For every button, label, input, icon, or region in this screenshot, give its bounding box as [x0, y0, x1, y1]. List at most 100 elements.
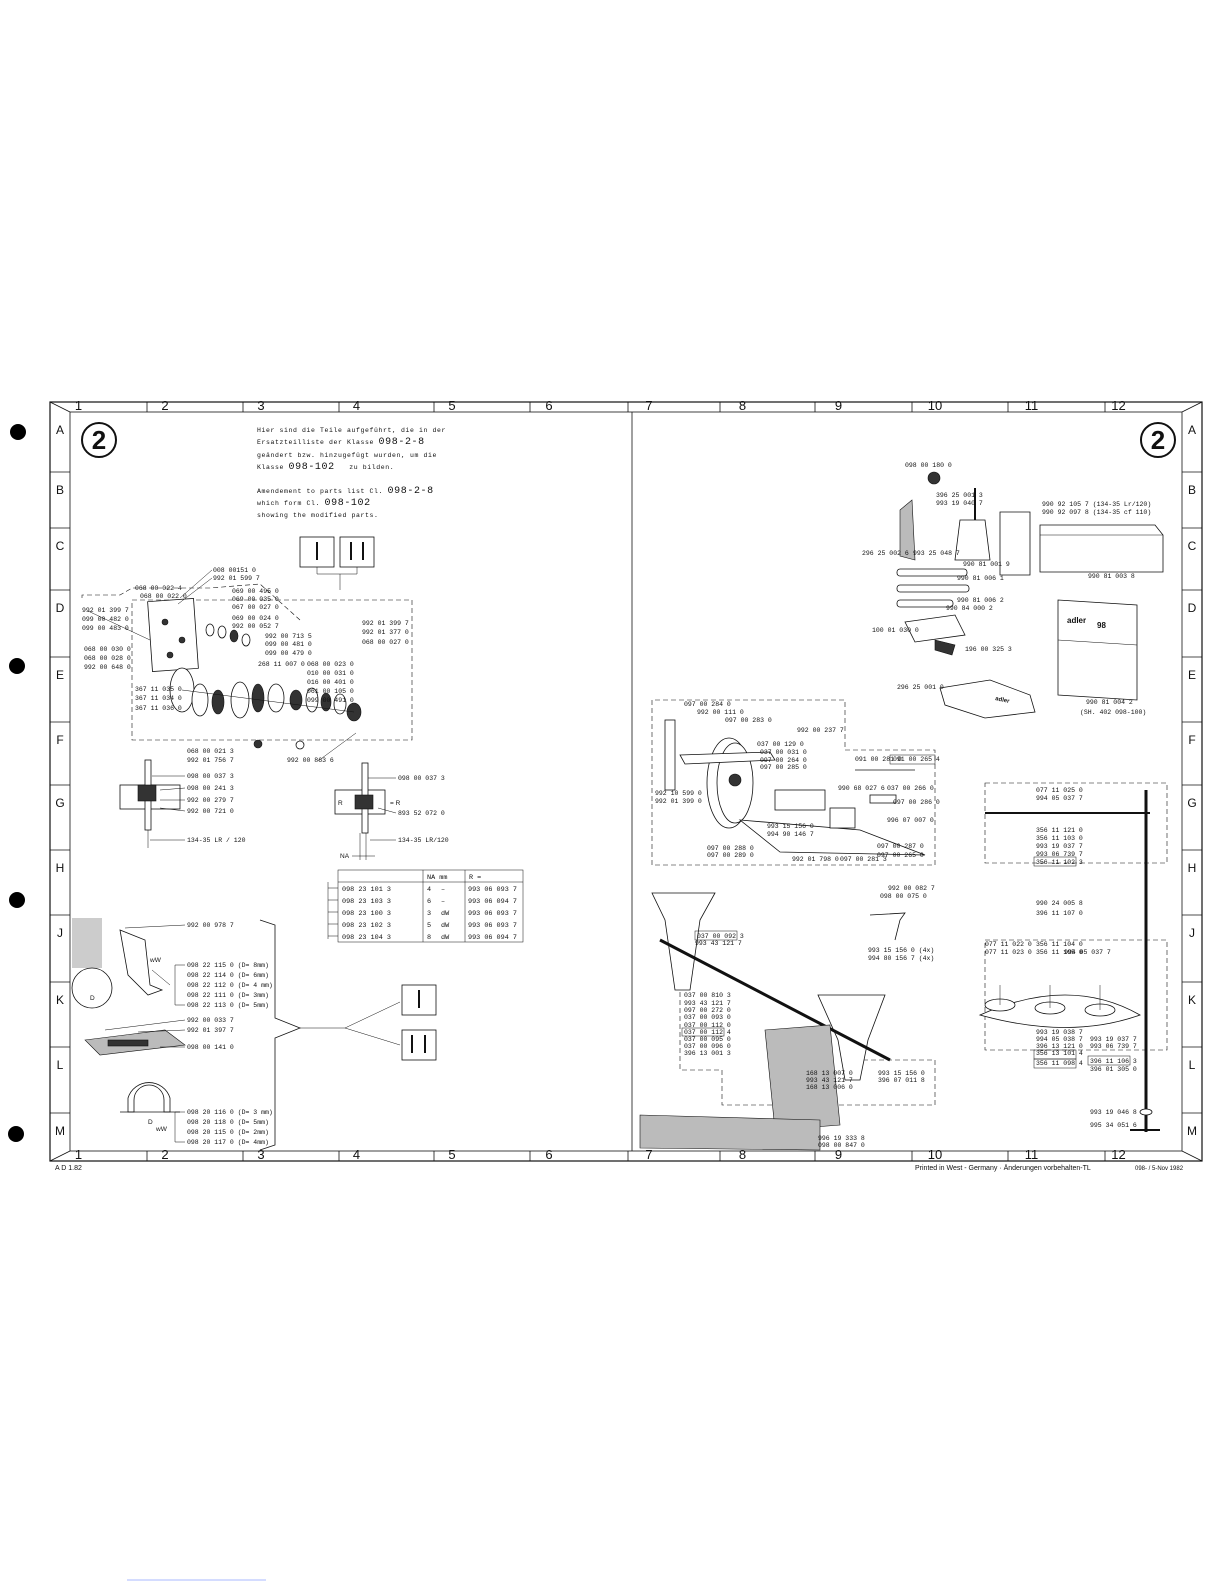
row-label: G [55, 796, 64, 810]
part-number-label: 992 00 713 5 [265, 633, 312, 640]
part-number-label: 990 84 000 2 [946, 605, 993, 612]
column-label: 4 [353, 1147, 360, 1162]
table-cell: dW [441, 910, 450, 918]
part-number-label: 097 00 289 0 [707, 852, 754, 859]
leader-line [124, 924, 186, 929]
part-number-label: 068 00 023 0 [307, 661, 354, 668]
part-number-label: 097 00 286 0 [893, 799, 940, 806]
part-number-label: 098 00 037 3 [398, 775, 445, 782]
column-label: 6 [545, 1147, 552, 1162]
part-number-label: 037 00 031 0 [760, 749, 807, 756]
leader-line [179, 569, 213, 599]
table-cell: 3 [427, 910, 431, 918]
part-number-label: 268 11 007 0 [258, 661, 305, 668]
part-number-label: 992 00 721 0 [187, 808, 234, 815]
sheet-frame [49, 401, 1203, 1162]
leader-line [177, 577, 213, 605]
part-number-label: 068 00 021 3 [187, 748, 234, 755]
part-number-label: 098 20 115 0 (D= 2mm) [187, 1129, 269, 1136]
part-number-label: 068 00 027 0 [362, 639, 409, 646]
part-number-label: 996 07 007 0 [887, 817, 934, 824]
part-number-label: 992 00 052 7 [232, 623, 279, 630]
row-label: H [56, 861, 65, 875]
row-ticks [50, 471, 1202, 1114]
binder-hole [9, 892, 25, 908]
table-cell: – [441, 886, 445, 894]
bobbin-shape [927, 471, 941, 485]
row-label: H [1188, 861, 1197, 875]
part-number-label: 037 00 095 0 [684, 1036, 731, 1043]
leader-line [317, 732, 357, 762]
part-number-label: 990 92 097 8 (134-35 cf 110) [1042, 509, 1151, 516]
d-label: D [148, 1119, 153, 1126]
part-number-label: 099 00 483 0 [82, 625, 129, 632]
part-number-label: 196 00 325 3 [965, 646, 1012, 653]
ww-label: wW [155, 1126, 168, 1133]
part-number-label: 367 11 034 0 [135, 695, 182, 702]
part-number-label: 098 22 112 0 (D= 4 mm) [187, 982, 273, 989]
row-label: K [1188, 993, 1196, 1007]
part-number-label: 993 15 156 0 [878, 1070, 925, 1077]
table-border [337, 869, 524, 943]
thread-stand-assembly [978, 782, 1168, 1132]
booklet-brand-text: adler [1067, 616, 1086, 625]
row-label: A [56, 423, 64, 437]
part-number-label: 396 25 001 3 [936, 492, 983, 499]
sheet-number-text: 2 [92, 425, 106, 455]
row-label: B [1188, 483, 1196, 497]
sheet-number-text: 2 [1151, 425, 1165, 455]
column-label: 4 [353, 398, 360, 413]
table-cell: 4 [427, 886, 431, 894]
bracket-line [174, 1111, 185, 1143]
part-number-label: 099 00 481 0 [265, 641, 312, 648]
note-german: Hier sind die Teile aufgeführt, die in d… [257, 427, 446, 473]
clamp-shape [904, 614, 966, 643]
part-number-label: 098 00 241 3 [187, 785, 234, 792]
base-tray-shape [639, 1114, 821, 1151]
part-number-label: 037 00 093 0 [684, 1014, 731, 1021]
part-number-label: 396 13 121 0 [1036, 1043, 1083, 1050]
arch-foot-shape [127, 1082, 171, 1113]
row-label: C [56, 539, 65, 553]
row-label: E [1188, 668, 1196, 682]
screwdriver-shape [896, 584, 970, 593]
table-cell: 993 06 094 7 [468, 934, 517, 942]
part-number-label: 990 81 003 8 [1088, 573, 1135, 580]
part-number-label: 068 00 030 0 [84, 646, 131, 653]
part-number-label: 069 00 024 0 [232, 615, 279, 622]
row-label: C [1188, 539, 1197, 553]
single-needle-icon [401, 984, 437, 1016]
row-label: J [1189, 926, 1195, 940]
part-number-label: 098 20 118 0 (D= 5mm) [187, 1119, 269, 1126]
column-label: 1 [75, 398, 82, 413]
row-label: B [56, 483, 64, 497]
part-number-label: 992 00 978 7 [187, 922, 234, 929]
part-number-label: 068 00 022 0 [140, 593, 187, 600]
row-label: D [56, 601, 65, 615]
part-number-label: 037 00 112 0 [684, 1022, 731, 1029]
part-number-label: 992 01 798 0 [792, 856, 839, 863]
part-number-label: 037 00 129 0 [757, 741, 804, 748]
part-number-label: 098 00 847 0 [818, 1142, 865, 1149]
note-en-line1: Amendement to parts list Cl. 098-2-8 [257, 486, 434, 497]
row-label: L [1189, 1058, 1196, 1072]
part-number-label: 097 00 281 3 [840, 856, 887, 863]
note-de-line1: Hier sind die Teile aufgeführt, die in d… [257, 427, 446, 434]
binder-hole [8, 1126, 24, 1142]
part-number-label: 396 11 106 3 [1090, 1058, 1137, 1065]
sheet-number-left: 2 [81, 422, 117, 458]
part-number-label: 993 19 038 7 [1036, 1029, 1083, 1036]
part-number-label: 068 00 028 0 [84, 655, 131, 662]
table-cell: dW [441, 934, 450, 942]
column-label: 1 [75, 1147, 82, 1162]
needle-pack-shape [999, 511, 1031, 576]
